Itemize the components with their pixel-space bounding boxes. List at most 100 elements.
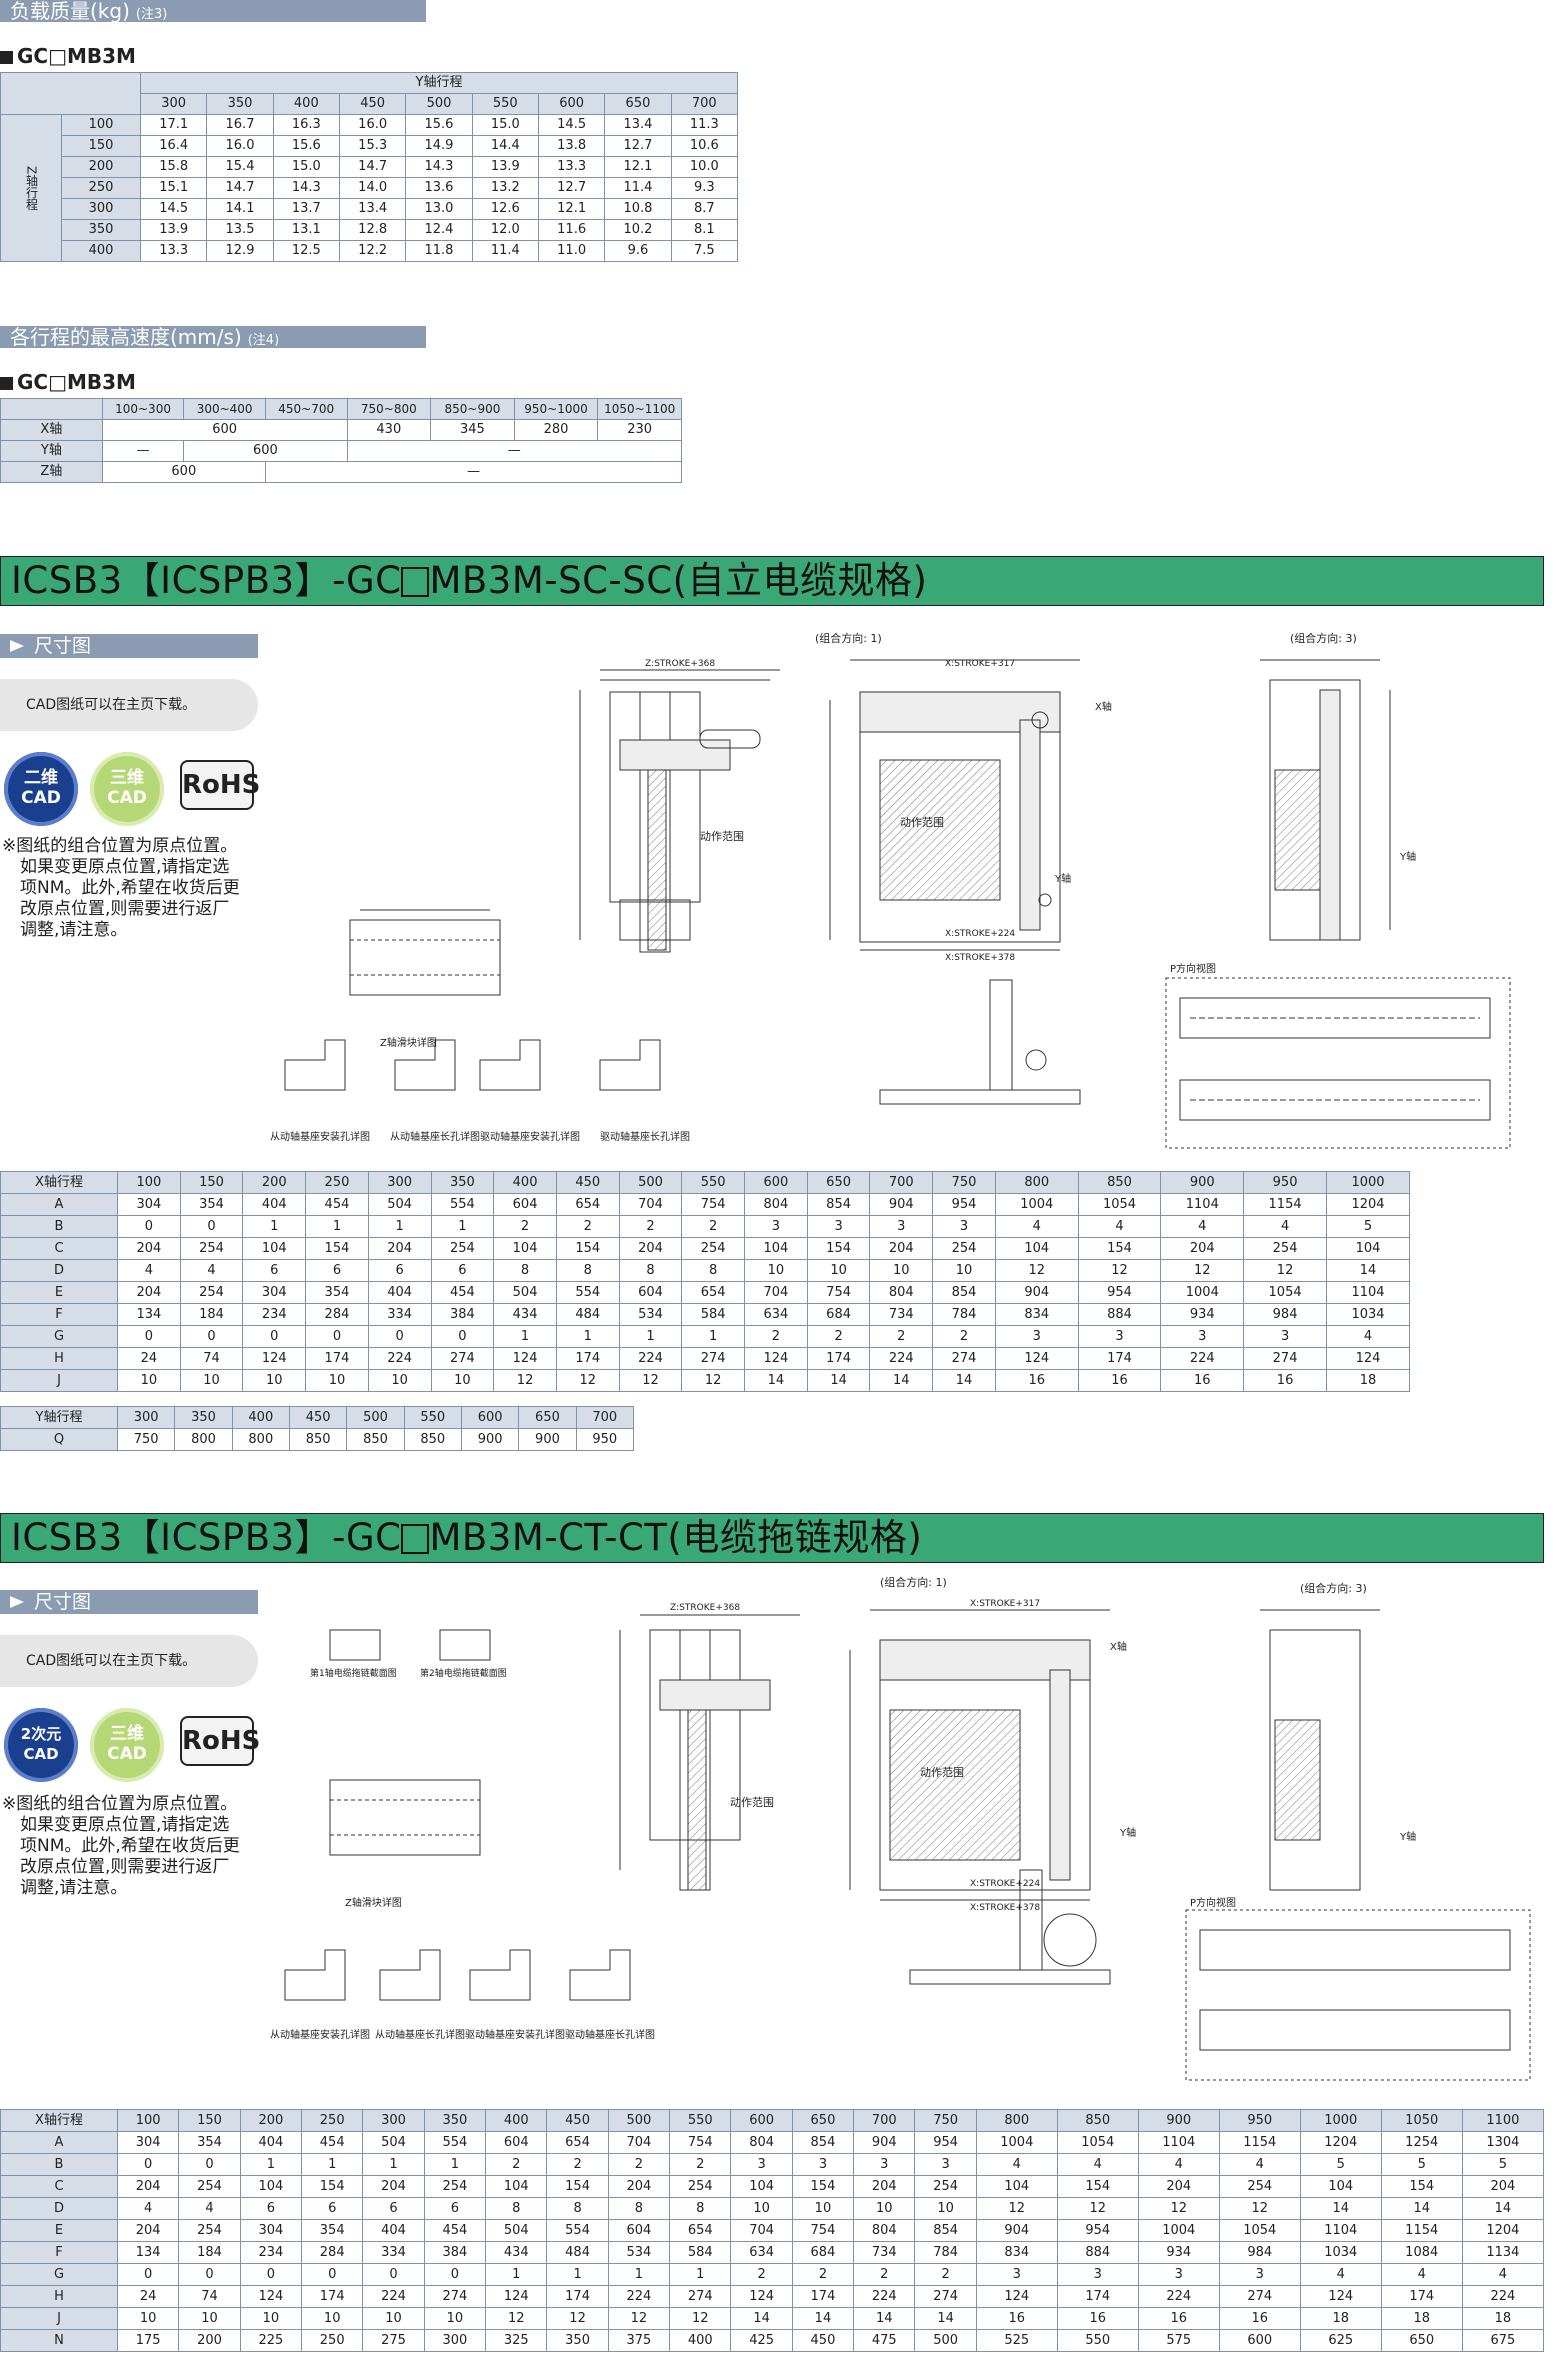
- dimension-value: 104: [730, 2175, 793, 2198]
- dimension-value: 354: [301, 2219, 364, 2242]
- option-square-icon: [401, 1524, 430, 1554]
- dimension-value: 12: [1056, 2197, 1139, 2220]
- dimension-value: 204: [117, 1281, 181, 1304]
- dimension-value: 575: [1137, 2329, 1220, 2352]
- dimension-value: 504: [485, 2219, 548, 2242]
- dimension-value: 584: [669, 2241, 732, 2264]
- load-value: 7.5: [670, 240, 739, 262]
- load-value: 11.4: [471, 240, 539, 262]
- load-value: 12.2: [338, 240, 407, 262]
- ct-cad-note[interactable]: CAD图纸可以在主页下载。: [0, 1635, 258, 1687]
- z-stroke-dim: Z:STROKE+368: [670, 1603, 740, 1613]
- dimension-key: N: [0, 2329, 118, 2352]
- dimension-value: 1034: [1325, 1303, 1411, 1326]
- dimension-value: 1204: [1461, 2219, 1545, 2242]
- dimension-value: 3: [1218, 2263, 1301, 2286]
- dimension-value: 800: [231, 1428, 290, 1451]
- load-value: 12.7: [604, 135, 672, 157]
- stroke-header: 600: [460, 1406, 520, 1429]
- dimension-value: 254: [178, 2219, 241, 2242]
- dimension-value: 454: [430, 1281, 495, 1304]
- load-value: 14.3: [272, 177, 340, 199]
- dimension-value: 2: [853, 2263, 916, 2286]
- dimension-value: 124: [485, 2285, 548, 2308]
- dimension-value: 754: [669, 2131, 732, 2154]
- z-stroke-header: 350: [61, 219, 141, 241]
- dimension-value: 0: [362, 2263, 425, 2286]
- dimension-value: 224: [869, 1347, 934, 1370]
- y-axis-label-side: Y轴: [1399, 1830, 1416, 1843]
- dimension-value: 12: [493, 1369, 557, 1392]
- dimension-value: 934: [1160, 1303, 1245, 1326]
- dimension-value: 2: [744, 1325, 808, 1348]
- load-value: 13.9: [139, 219, 208, 241]
- stroke-header: 700: [575, 1406, 635, 1429]
- dimension-value: 4: [1325, 1325, 1411, 1348]
- z-stroke-header: 200: [61, 156, 141, 178]
- dimension-value: 204: [1160, 1237, 1245, 1260]
- dimension-value: 14: [932, 1369, 996, 1392]
- load-value: 13.6: [405, 177, 473, 199]
- dimension-value: 10: [744, 1259, 808, 1282]
- dimension-value: 12: [994, 1259, 1079, 1282]
- stroke-header: 650: [791, 2109, 855, 2132]
- dimension-value: 704: [607, 2131, 671, 2154]
- dimension-value: 804: [853, 2219, 916, 2242]
- y-stroke-header: 400: [272, 93, 340, 115]
- dimension-value: 14: [1380, 2197, 1463, 2220]
- stroke-header: 700: [869, 1171, 934, 1194]
- dimension-value: 274: [1218, 2285, 1301, 2308]
- dimension-value: 2: [546, 2153, 609, 2176]
- dimension-value: 104: [1325, 1237, 1411, 1260]
- dimension-key: D: [0, 1259, 118, 1282]
- dimension-value: 8: [493, 1259, 557, 1282]
- dimension-value: 734: [853, 2241, 916, 2264]
- z-axis-title: Z轴行程: [0, 114, 62, 262]
- sc-cad-note[interactable]: CAD图纸可以在主页下载。: [0, 679, 258, 731]
- dimension-value: 504: [362, 2131, 425, 2154]
- y-axis-label: Y轴: [1119, 1826, 1136, 1839]
- stroke-header: 950: [1218, 2109, 1301, 2132]
- stroke-table-head: Y轴行程: [0, 1406, 118, 1429]
- dimension-value: 584: [681, 1303, 746, 1326]
- dimension-value: 104: [493, 1237, 557, 1260]
- dimension-value: 254: [179, 1237, 244, 1260]
- y-stroke-header: 650: [604, 93, 672, 115]
- dimension-value: 10: [178, 2307, 241, 2330]
- dimension-value: 2: [485, 2153, 548, 2176]
- dimension-value: 1154: [1218, 2131, 1301, 2154]
- detail2-label: 从动轴基座长孔详图: [375, 2028, 465, 2041]
- dimension-key: E: [0, 2219, 118, 2242]
- dimension-value: 504: [493, 1281, 557, 1304]
- dimension-value: 1: [681, 1325, 746, 1348]
- dimension-value: 4: [179, 1259, 244, 1282]
- dimension-value: 984: [1243, 1303, 1327, 1326]
- dimension-key: Q: [0, 1428, 118, 1451]
- dimension-value: 104: [242, 1237, 307, 1260]
- stroke-header: 850: [1077, 1171, 1162, 1194]
- load-value: 14.9: [405, 135, 473, 157]
- dimension-value: 5: [1325, 1215, 1411, 1238]
- dimension-value: 224: [362, 2285, 425, 2308]
- y-stroke-header: 600: [537, 93, 606, 115]
- load-value: 14.7: [338, 156, 407, 178]
- dimension-value: 224: [853, 2285, 916, 2308]
- load-value: 10.2: [604, 219, 672, 241]
- dimension-value: 174: [791, 2285, 855, 2308]
- dimension-value: 4: [975, 2153, 1058, 2176]
- dimension-value: 16: [1218, 2307, 1301, 2330]
- stroke-header: 750: [914, 2109, 977, 2132]
- dimension-value: 300: [423, 2329, 487, 2352]
- dimension-value: 854: [914, 2219, 977, 2242]
- dimension-value: 224: [1137, 2285, 1220, 2308]
- sc-front-view: [579, 669, 780, 953]
- load-section-label: 负载质量(kg)(注3): [0, 0, 426, 22]
- dimension-value: 525: [975, 2329, 1058, 2352]
